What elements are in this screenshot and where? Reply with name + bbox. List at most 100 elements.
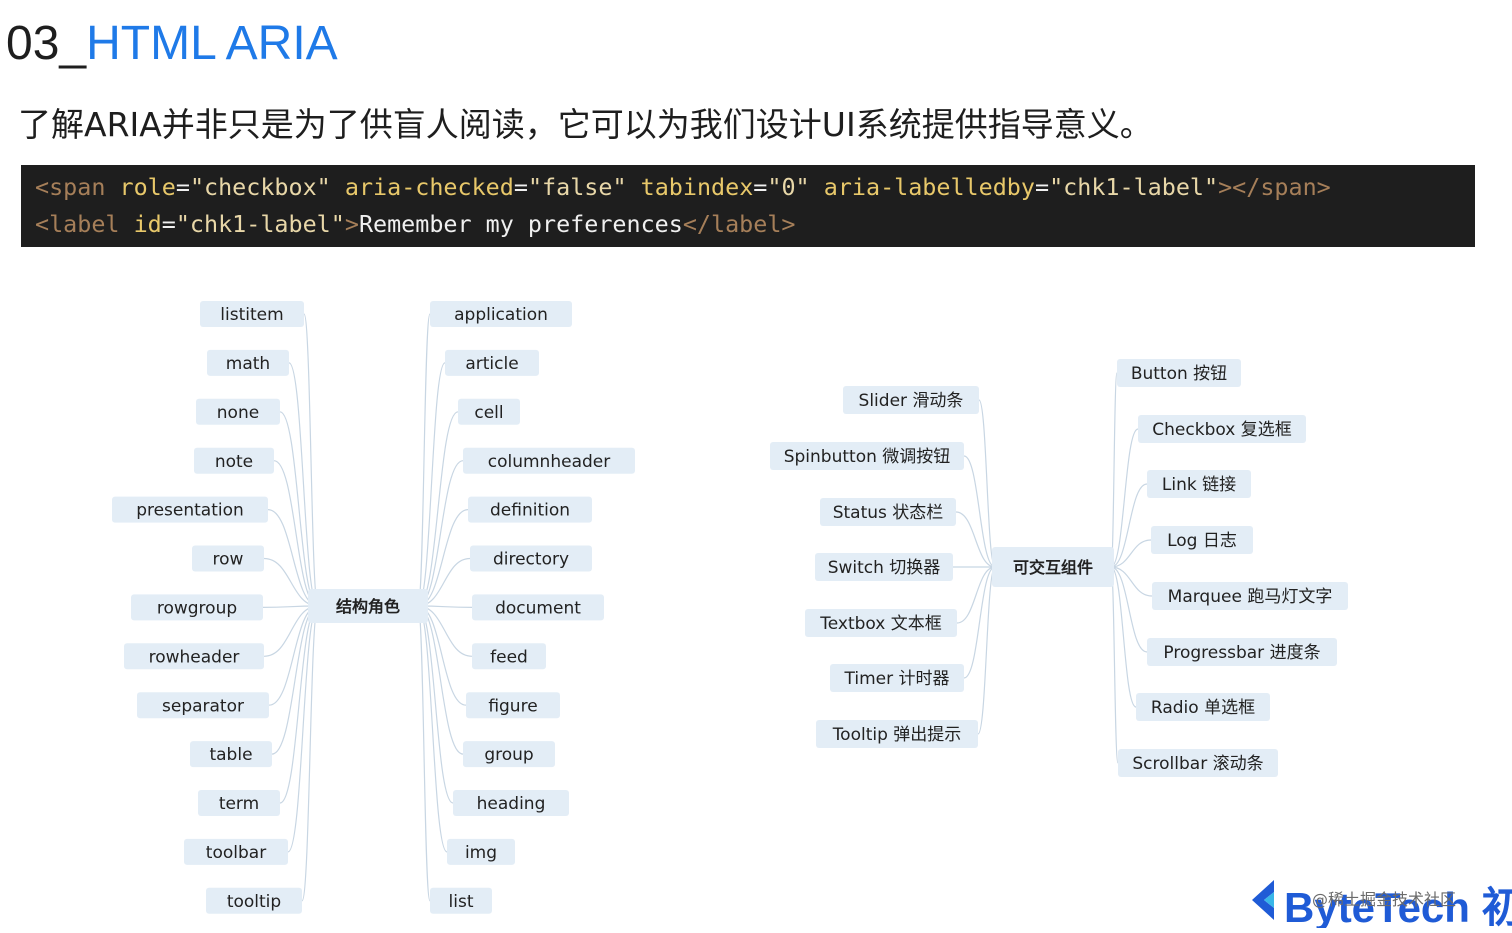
role-node-heading-label: heading — [477, 794, 546, 814]
code-token-tag: <label — [35, 210, 134, 238]
page-title-main: HTML ARIA — [86, 17, 338, 70]
link-widget-right — [1110, 372, 1118, 568]
role-node-separator-label: separator — [162, 696, 244, 716]
role-node-toolbar: toolbar — [184, 838, 288, 865]
structural-roles-center-node-box — [308, 589, 428, 623]
widget-node-5-box — [830, 664, 964, 692]
widget-node-3-label: Switch 切换器 — [828, 558, 941, 578]
role-node-article: article — [445, 349, 539, 376]
role-node-cell-label: cell — [474, 403, 503, 423]
link-structural-right — [417, 313, 431, 607]
structural-roles-center-node-label: 结构角色 — [335, 597, 400, 616]
code-text: <span role="checkbox" aria-checked="fals… — [35, 169, 1475, 243]
widget-node-r3-label: Log 日志 — [1167, 531, 1237, 551]
role-node-tooltip-box — [206, 887, 302, 914]
role-node-term: term — [198, 790, 280, 816]
widget-node-r1: Checkbox 复选框 — [1138, 415, 1306, 443]
role-node-definition-label: definition — [490, 501, 570, 521]
role-node-columnheader-box — [463, 447, 635, 474]
role-node-directory-label: directory — [493, 550, 569, 570]
code-token-tag: <span — [35, 173, 120, 201]
role-node-row-box — [192, 545, 264, 572]
widget-node-r6-box — [1136, 693, 1270, 721]
role-node-listitem-label: listitem — [220, 305, 283, 325]
role-node-heading: heading — [453, 790, 569, 816]
code-block: <span role="checkbox" aria-checked="fals… — [21, 165, 1475, 247]
widget-node-1-label: Spinbutton 微调按钮 — [784, 447, 951, 467]
role-node-toolbar-label: toolbar — [206, 843, 266, 863]
bytetech-logo-icon — [1252, 880, 1274, 920]
widget-node-r6: Radio 单选框 — [1136, 693, 1270, 721]
link-widget-right — [1110, 483, 1148, 568]
role-node-heading-box — [453, 790, 569, 816]
widget-node-r4: Marquee 跑马灯文字 — [1152, 582, 1348, 610]
role-node-definition-box — [468, 496, 592, 523]
role-node-cell-box — [458, 398, 520, 425]
widget-node-r3-box — [1151, 526, 1253, 554]
page-subtitle: 了解ARIA并非只是为了供盲人阅读，它可以为我们设计UI系统提供指导意义。 — [18, 105, 1153, 144]
role-node-directory: directory — [470, 545, 592, 572]
widget-node-2-label: Status 状态栏 — [833, 503, 944, 523]
widget-node-3: Switch 切换器 — [815, 553, 953, 581]
role-node-math: math — [207, 349, 289, 376]
link-widget-left — [978, 399, 996, 568]
role-node-img-label: img — [465, 843, 497, 863]
widget-node-2: Status 状态栏 — [820, 498, 956, 526]
role-node-application: application — [430, 301, 572, 327]
link-structural-right — [417, 605, 448, 853]
role-node-feed-box — [472, 643, 546, 670]
role-node-feed-label: feed — [490, 647, 528, 667]
widget-node-1: Spinbutton 微调按钮 — [770, 442, 964, 470]
code-token-val: "chk1-label" — [175, 210, 345, 238]
role-node-rowheader-label: rowheader — [149, 647, 240, 667]
widget-node-r5: Progressbar 进度条 — [1147, 638, 1337, 666]
widget-node-r7: Scrollbar 滚动条 — [1118, 749, 1278, 777]
role-node-note-label: note — [215, 452, 253, 472]
role-node-none-label: none — [217, 403, 259, 423]
widget-node-r3: Log 日志 — [1151, 526, 1253, 554]
role-node-row-label: row — [213, 550, 244, 570]
link-widget-left — [956, 566, 996, 624]
role-node-document-label: document — [495, 599, 581, 619]
structural-roles-center-node: 结构角色 — [308, 589, 428, 623]
code-token-val: "checkbox" — [189, 173, 331, 201]
link-widget-right — [1110, 566, 1153, 597]
code-token-tag: </label> — [682, 210, 796, 238]
role-node-list-box — [430, 887, 492, 914]
interactive-widgets-center-node-box — [992, 547, 1114, 587]
widget-node-2-box — [820, 498, 956, 526]
role-node-math-label: math — [226, 354, 270, 374]
role-node-rowheader-box — [124, 643, 264, 670]
role-node-figure: figure — [466, 692, 560, 719]
role-node-list: list — [430, 887, 492, 914]
role-node-math-box — [207, 349, 289, 376]
role-node-separator: separator — [137, 692, 269, 719]
link-structural-left — [303, 313, 319, 607]
role-node-tooltip-label: tooltip — [227, 892, 281, 912]
page-title: 03_HTML ARIA — [6, 14, 338, 74]
role-node-term-box — [198, 790, 280, 816]
code-token-tag: > — [344, 210, 359, 238]
widget-node-5: Timer 计时器 — [830, 664, 964, 692]
role-node-img: img — [447, 838, 515, 865]
widget-node-r1-label: Checkbox 复选框 — [1152, 420, 1291, 440]
role-node-figure-label: figure — [488, 696, 537, 716]
widget-node-r0-label: Button 按钮 — [1131, 364, 1227, 384]
code-token-val: "false" — [527, 173, 627, 201]
role-node-listitem-box — [200, 301, 304, 327]
role-node-figure-box — [466, 692, 560, 719]
widget-node-r7-box — [1118, 749, 1278, 777]
role-node-feed: feed — [472, 643, 546, 670]
widget-node-r2: Link 链接 — [1147, 470, 1251, 498]
widget-node-r1-box — [1138, 415, 1306, 443]
code-token-attr: id — [133, 210, 162, 238]
widget-node-6-label: Tooltip 弹出提示 — [832, 725, 962, 745]
widget-node-r7-label: Scrollbar 滚动条 — [1132, 754, 1263, 774]
link-widget-left — [963, 566, 996, 679]
link-widget-right — [1110, 539, 1152, 568]
link-widget-left — [955, 511, 996, 568]
brand-footer: ByteTech 初 @稀土掘金技术社区 — [1248, 874, 1512, 928]
widget-node-4: Textbox 文本框 — [805, 609, 957, 637]
link-widget-right — [1110, 566, 1119, 764]
widget-node-6: Tooltip 弹出提示 — [816, 720, 978, 748]
